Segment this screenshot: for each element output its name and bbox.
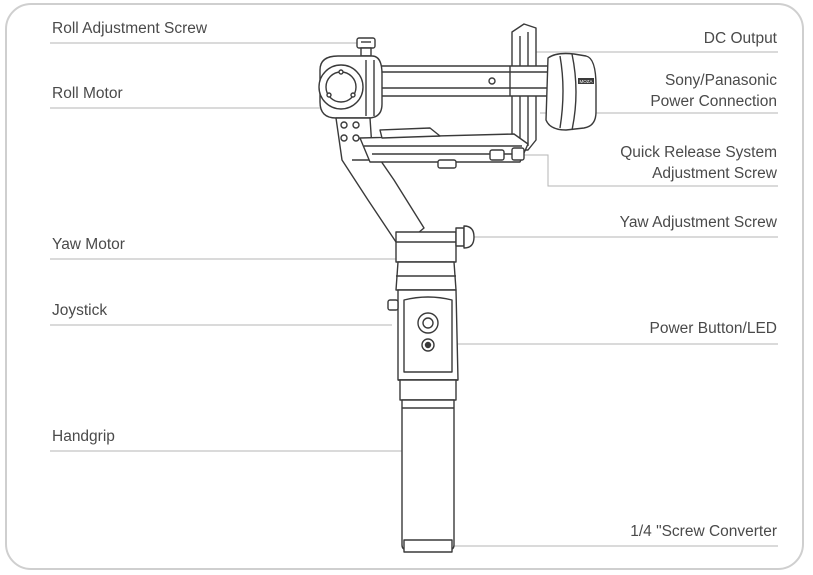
label-yaw-motor: Yaw Motor [52, 236, 125, 253]
roll-motor [318, 55, 383, 119]
handle-head [387, 289, 459, 381]
label-sony-panasonic-line1: Sony/Panasonic [664, 72, 777, 89]
yaw-motor [395, 231, 457, 291]
handgrip [399, 379, 457, 551]
label-quick-release-line2: Adjustment Screw [652, 165, 777, 182]
roll-arm [371, 65, 557, 97]
elbow-arm [335, 117, 425, 249]
battery-cylinder: MOZA [545, 52, 597, 131]
label-sony-panasonic-line2: Power Connection [650, 93, 777, 110]
joystick-control [417, 312, 439, 334]
roll-adjustment-screw-knob [356, 37, 376, 57]
yaw-adjustment-screw-knob [455, 225, 475, 249]
screw-converter-base [403, 539, 453, 553]
label-joystick: Joystick [52, 302, 108, 319]
device-badge: MOZA [580, 79, 593, 84]
label-dc-output: DC Output [703, 30, 777, 47]
power-button-led [421, 338, 435, 352]
diagram-frame [5, 3, 804, 570]
quick-release-plate [359, 127, 529, 169]
label-roll-adjustment-screw: Roll Adjustment Screw [52, 20, 208, 37]
label-roll-motor: Roll Motor [52, 85, 123, 102]
label-quick-release-line1: Quick Release System [620, 144, 777, 161]
label-yaw-adjustment-screw: Yaw Adjustment Screw [619, 214, 777, 231]
label-screw-converter: 1/4 "Screw Converter [630, 523, 777, 540]
label-power-button-led: Power Button/LED [649, 320, 777, 337]
label-handgrip: Handgrip [52, 428, 115, 445]
